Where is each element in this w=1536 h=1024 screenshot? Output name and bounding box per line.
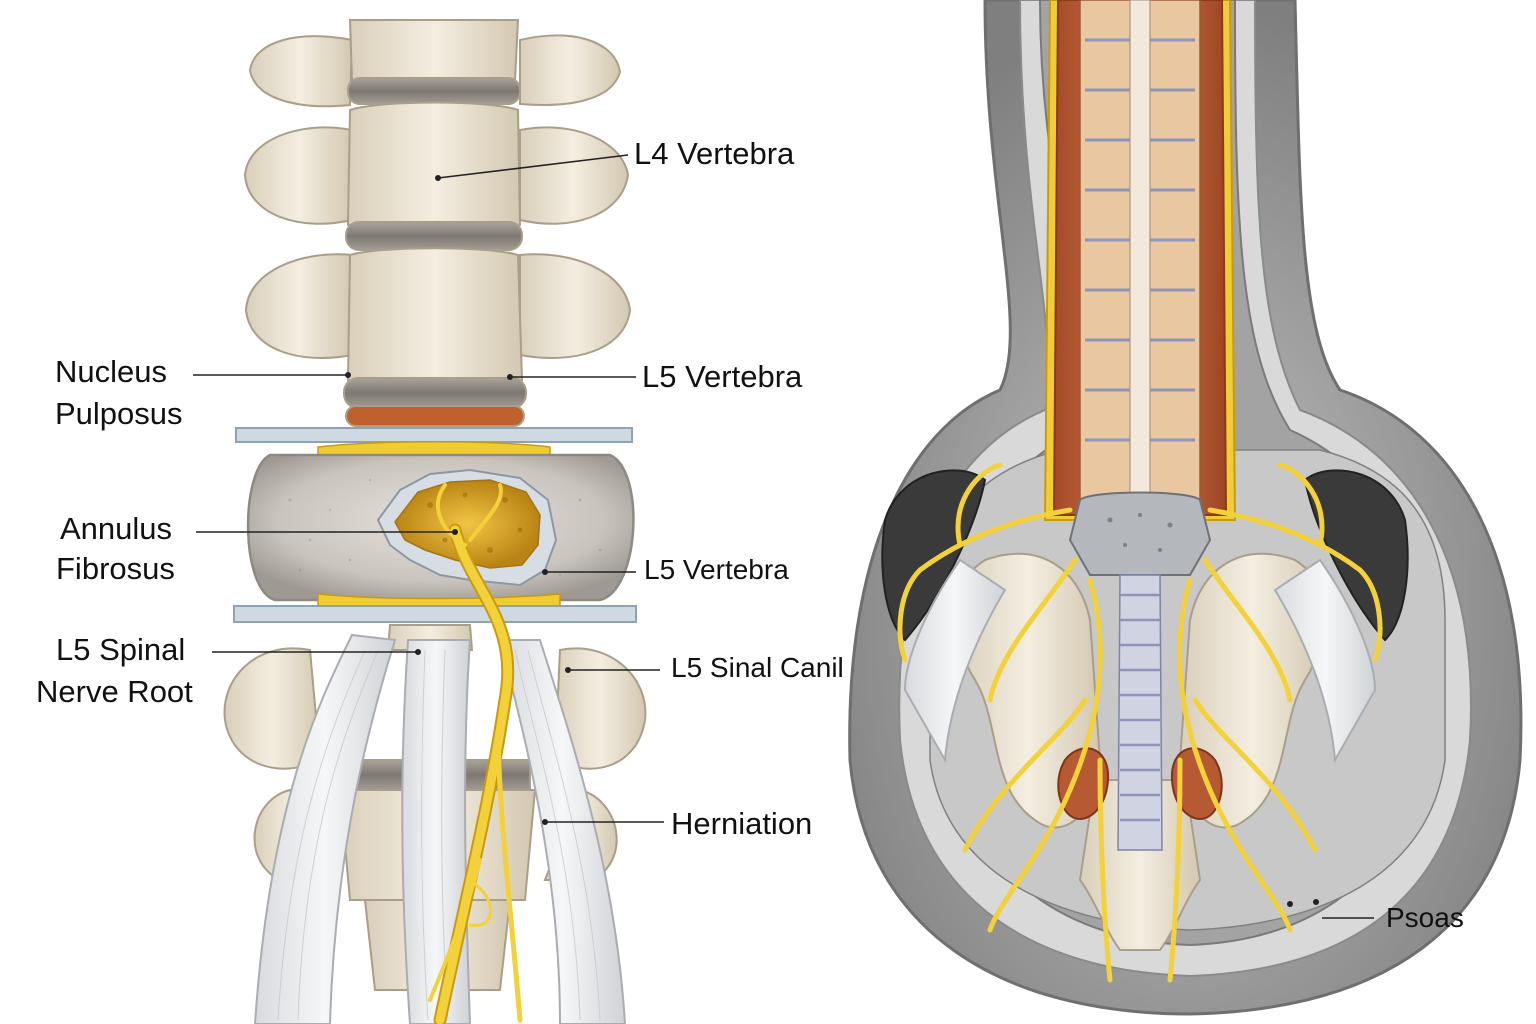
label-nucleus-line2: Pulposus [55,396,183,431]
upper-endplate-ring [235,427,633,443]
label-herniation: Herniation [671,806,813,841]
label-nucleus-line1: Nucleus [55,354,167,389]
upper-vertebra-processes [243,34,632,359]
label-spinal-line2: Nerve Root [36,674,193,709]
label-l5-vertebra-upper: L5 Vertebra [642,359,803,394]
label-psoas: Psoas [1386,902,1464,933]
l4-vertebra-body [346,101,522,232]
label-spinal-line1: L5 Spinal [56,632,186,667]
left-spine-view [193,19,664,1024]
right-paraspinal-muscle [1303,469,1409,642]
left-leader-lines [193,154,664,823]
label-annulus-line2: Fibrosus [56,551,175,586]
lower-endplate-ring [233,605,637,623]
endplate-red [345,405,525,427]
nucleus-disc [343,377,527,409]
label-l5-vertebra-lower: L5 Vertebra [644,554,789,585]
vertebral-bodies [343,19,527,427]
cauda-equina [1117,574,1163,851]
spinal-nerves [897,462,1383,983]
psoas-marker [1287,899,1374,919]
vertebral-body-section [1068,491,1212,576]
label-annulus-line1: Annulus [60,511,173,546]
right-cross-section-view [848,0,1523,1016]
label-l4-vertebra: L4 Vertebra [634,136,795,171]
label-sinal-canil: L5 Sinal Canil [671,652,844,683]
nerve-rootlets [1085,38,1195,442]
ligament-bands [253,633,627,1024]
herniated-disc [246,453,635,602]
sacrum [1078,779,1202,951]
l5-nerve-root [428,483,523,1024]
l5-vertebra-body [346,247,524,386]
